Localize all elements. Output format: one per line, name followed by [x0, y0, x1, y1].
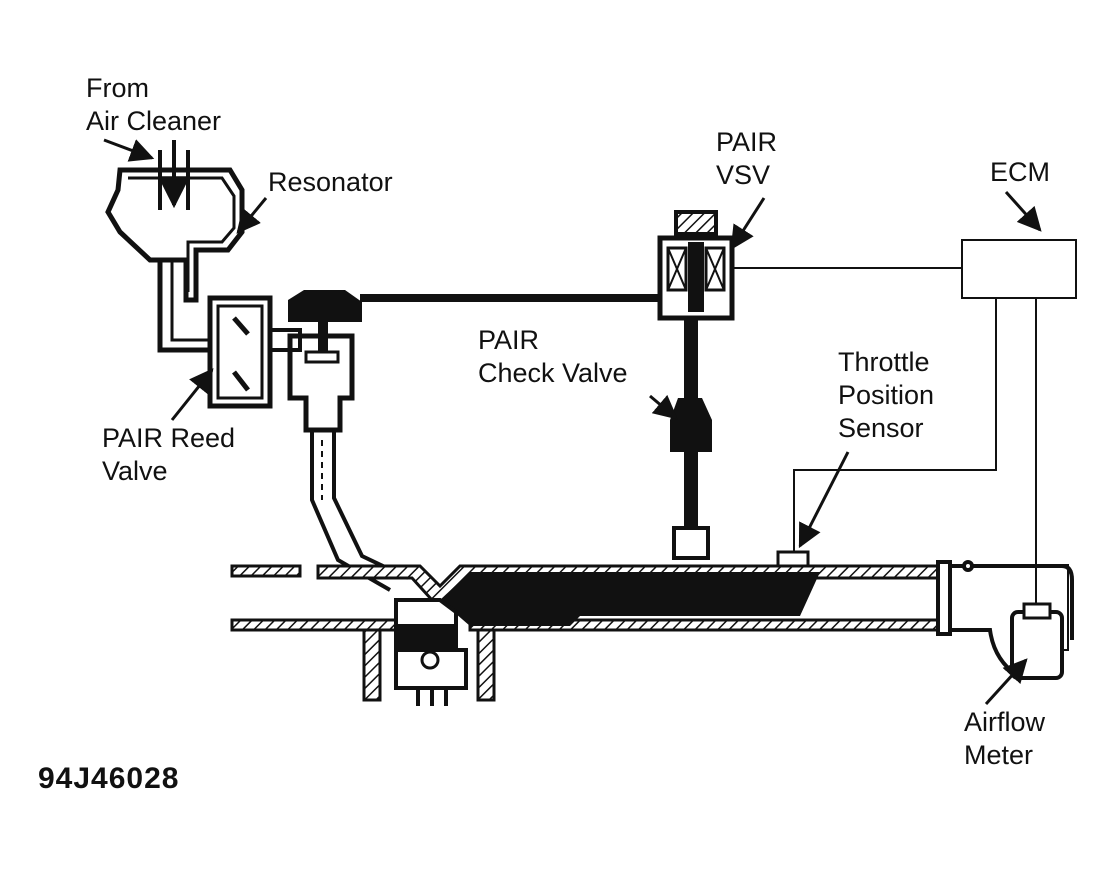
- intake-manifold: [230, 560, 952, 636]
- throttle-position-sensor-label-line-3: Sensor: [838, 413, 924, 443]
- throttle-position-sensor: [776, 550, 810, 568]
- resonator: [105, 167, 245, 353]
- pair-reed-valve: [207, 295, 302, 409]
- pair-reed-valve-label-line-2: Valve: [102, 456, 168, 486]
- air-switching-valve: [287, 290, 362, 433]
- pair-check-valve-label-line-1: PAIR: [478, 325, 540, 355]
- air-cleaner-label-line-2: Air Cleaner: [86, 106, 222, 136]
- pair-check-valve-label: PAIR Check Valve: [478, 324, 628, 390]
- pair-vsv-label-line-1: PAIR: [716, 127, 778, 157]
- resonator-label: Resonator: [268, 167, 393, 197]
- figure-code: 94J46028: [38, 762, 180, 795]
- pair-vsv: [657, 210, 735, 321]
- air-cleaner-inlet: [158, 140, 190, 210]
- throttle-position-sensor-label-line-1: Throttle: [838, 347, 930, 377]
- airflow-meter-label-line-2: Meter: [964, 740, 1034, 770]
- pair-vsv-label-line-2: VSV: [716, 160, 771, 190]
- engine-cylinder: [362, 598, 496, 706]
- pair-vsv-label: PAIR VSV: [716, 126, 777, 192]
- pair-check-valve-label-line-2: Check Valve: [478, 358, 628, 388]
- check-valve-line: [670, 318, 712, 560]
- ecm-box: [961, 239, 1077, 299]
- ecm-label: ECM: [990, 157, 1050, 187]
- pair-reed-valve-label: PAIR Reed Valve: [102, 422, 235, 488]
- throttle-position-sensor-label-line-2: Position: [838, 380, 935, 410]
- airflow-meter-label-line-1: Airflow: [964, 707, 1046, 737]
- pair-reed-valve-label-line-1: PAIR Reed: [102, 423, 236, 453]
- air-cleaner-label: From Air Cleaner: [86, 72, 221, 138]
- throttle-position-sensor-label: Throttle Position Sensor: [838, 346, 934, 445]
- air-cleaner-label-line-1: From: [86, 73, 149, 103]
- leader-arrows: [103, 138, 1042, 706]
- airflow-meter-label: Airflow Meter: [964, 706, 1045, 772]
